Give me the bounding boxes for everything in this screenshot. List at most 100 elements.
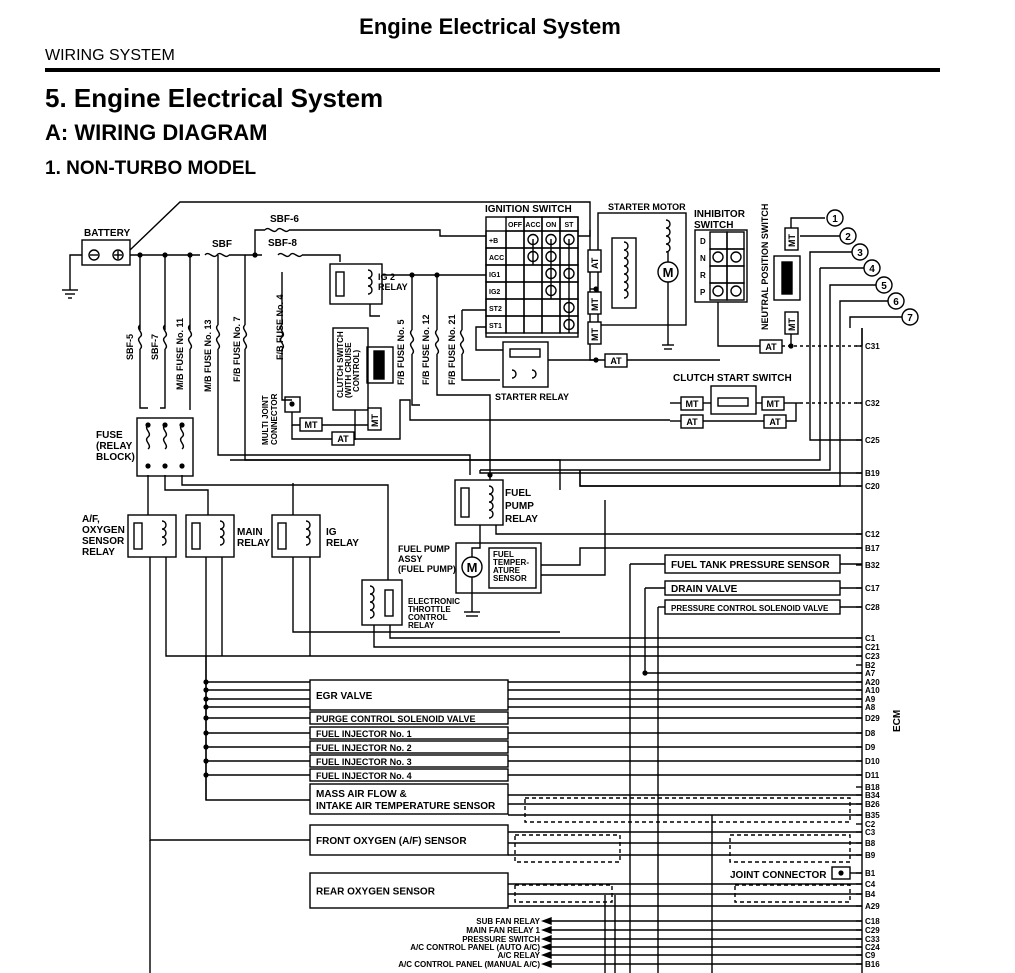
sbf8-out (302, 254, 341, 262)
ign-cell (559, 315, 579, 334)
starter-at-tag (604, 353, 628, 368)
ign-cell (505, 281, 525, 300)
document-title: Engine Electrical System (359, 14, 621, 39)
sbf6-label: SBF-6 (270, 214, 299, 225)
junction-dot (203, 758, 209, 764)
ecm-pin-label: B32 (865, 561, 880, 570)
junction-dot (203, 679, 209, 685)
main-relay-label: RELAY (237, 538, 270, 549)
fuel-pump-icon (461, 556, 483, 578)
block-out (164, 475, 209, 515)
front-o2-shield2 (729, 834, 851, 863)
etc-relay-label: CONTROL (408, 613, 448, 622)
fuse-label: F/B FUSE No. 4 (275, 294, 285, 360)
battery (81, 239, 131, 266)
inhibitor-cell (726, 265, 745, 284)
ign-contact (563, 233, 575, 246)
fuse-relay-block (136, 417, 194, 477)
neutral-switch-contact (781, 261, 793, 295)
rear-o2-shield (514, 884, 613, 903)
drain-valve (664, 580, 841, 596)
arrow-icon (541, 916, 552, 926)
mj-mt-wire (291, 412, 300, 426)
ig2-gnd (369, 304, 380, 317)
sbf8-label: SBF-8 (268, 238, 297, 249)
junction-dot (788, 343, 794, 349)
starter-relay (502, 341, 549, 388)
egr-valve (309, 679, 509, 711)
ign-row-label: ACC (489, 255, 504, 262)
clutch-start-switch (710, 385, 757, 415)
mb13-fuse (215, 324, 221, 350)
ecm-pin-label: B26 (865, 800, 880, 809)
sbf7-out (160, 349, 166, 409)
fb12-out (436, 354, 491, 475)
arrow-icon (541, 934, 552, 944)
ig-relay-label: RELAY (326, 538, 359, 549)
front-o2-shield (514, 834, 621, 863)
starter-relay-coil (511, 369, 517, 379)
junction-dot (593, 357, 599, 363)
ign-row-label: ST1 (489, 323, 502, 330)
ref-circle (851, 243, 869, 261)
ign-b-wire (578, 230, 591, 237)
clutch-switch-label: CONTROL) (352, 349, 361, 392)
sub-heading: A: WIRING DIAGRAM (45, 120, 268, 145)
battery-label: BATTERY (84, 228, 130, 239)
main-relay-contact (191, 522, 201, 550)
ign-cell (505, 247, 525, 266)
b17-line (541, 547, 862, 566)
ign-contact (527, 250, 539, 263)
front-oxygen-sensor-label: FRONT OXYGEN (A/F) SENSOR (316, 836, 467, 847)
af-relay-coil (161, 520, 167, 546)
ign-contact (563, 301, 575, 314)
fuse-label: M/B FUSE No. 11 (175, 318, 185, 390)
ecm-pin-label: C4 (865, 880, 876, 889)
css-at-tag (680, 414, 704, 429)
mj-mt-tag (299, 417, 323, 432)
ecm-pin-label: B18 (865, 783, 880, 792)
sbf8-fuse (277, 252, 303, 258)
ign-cell (541, 315, 561, 334)
ign-row-label: IG1 (489, 272, 500, 279)
maf-label: MASS AIR FLOW & (316, 789, 407, 800)
ecm-pin-label: B17 (865, 544, 880, 553)
motor-symbol: M (663, 265, 674, 280)
sm-mt2-tag (587, 321, 602, 345)
ign-contact (545, 267, 557, 280)
ecm-pin-label: A7 (865, 669, 876, 678)
sbf5-fuse (137, 324, 143, 350)
ig2-relay-contact (335, 271, 345, 297)
ecm-pin-label: C3 (865, 828, 876, 837)
starter-relay-coil (531, 369, 537, 379)
inhibitor-contact (712, 251, 724, 263)
fb7-fuse (242, 324, 248, 350)
ecm-pin-label: C32 (865, 399, 880, 408)
ref6-wire (579, 300, 888, 487)
ref4-down (230, 268, 821, 461)
etc-relay-label: THROTTLE (408, 605, 451, 614)
ecm-pin-label: C33 (865, 935, 880, 944)
css-mt-tag (680, 396, 704, 411)
clutch-switch-frame (332, 327, 369, 411)
rear-oxygen-sensor-label: REAR OXYGEN SENSOR (316, 887, 436, 898)
joint-connector (831, 866, 851, 880)
ecm-pin-label: C17 (865, 584, 880, 593)
clutch-switch-label: (WITH CRUISE (344, 342, 353, 398)
inhibitor-row-label: R (700, 271, 706, 280)
css-at-tag-text: AT (686, 417, 698, 427)
mb13-out (217, 349, 471, 475)
sbf-fuse (204, 252, 230, 258)
multi-joint-label: MULTI JOINT (261, 395, 270, 445)
fuse-block-label: FUSE (96, 430, 123, 441)
fuse-block-label: (RELAY (96, 441, 133, 452)
fb4-fuse (279, 324, 285, 350)
ig-relay-contact (277, 522, 287, 550)
fuel-tank-pressure-sensor-label: FUEL TANK PRESSURE SENSOR (671, 560, 830, 571)
fb21-fuse (459, 329, 465, 355)
junction-dot (252, 252, 258, 258)
field-coil (665, 219, 671, 253)
ecm-pin-label: C24 (865, 943, 880, 952)
ecm-pin-label: A20 (865, 678, 880, 687)
ign-contact (545, 250, 557, 263)
